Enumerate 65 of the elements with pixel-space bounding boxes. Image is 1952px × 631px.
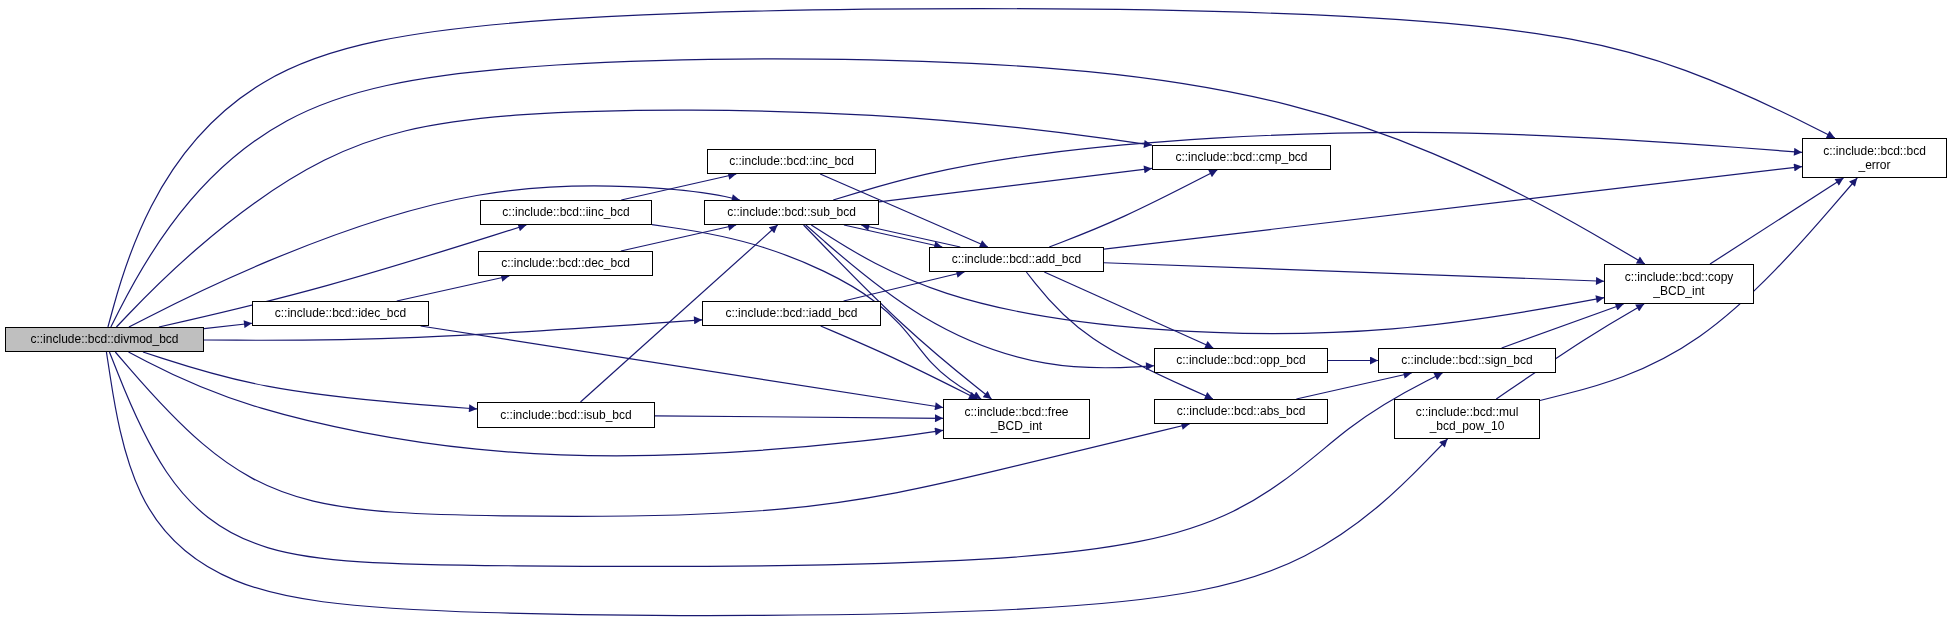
arrow bbox=[108, 351, 1443, 567]
function-name: c::include::bcd::isub_bcd bbox=[500, 407, 632, 423]
arrow bbox=[128, 185, 741, 328]
function-box bbox=[707, 149, 876, 174]
arrow bbox=[114, 351, 1191, 517]
function-name: c::include::bcd::opp_bcd bbox=[1176, 353, 1306, 368]
function-box bbox=[478, 251, 653, 276]
function-name: c::include::bcd::add_bcd bbox=[951, 252, 1082, 267]
arrow bbox=[1501, 302, 1625, 349]
arrow bbox=[579, 224, 779, 403]
function-name: c::include::bcd::inc_bcd bbox=[729, 154, 854, 169]
arrow bbox=[203, 320, 253, 330]
function-box bbox=[252, 301, 429, 326]
arrow bbox=[1103, 262, 1605, 285]
arrow bbox=[158, 223, 527, 328]
function-box bbox=[1154, 399, 1328, 424]
function-name: c::include::bcd::sign_bcd bbox=[1401, 353, 1533, 368]
function-name: c::include::bcd::idec_bcd bbox=[274, 306, 407, 321]
arrow bbox=[1539, 177, 1858, 402]
function-box bbox=[929, 247, 1104, 272]
function-box bbox=[1154, 348, 1328, 373]
function-box bbox=[704, 200, 879, 225]
function-name: c::include::bcd::iinc_bcd bbox=[502, 205, 630, 220]
arrow bbox=[110, 58, 1646, 328]
function-box bbox=[477, 402, 655, 428]
arrow bbox=[203, 316, 703, 341]
function-name: c::include::bcd::bcd _error bbox=[1822, 143, 1927, 173]
arrow bbox=[832, 131, 1803, 201]
arrow bbox=[802, 224, 993, 400]
function-name: c::include::bcd::free _BCD_int bbox=[963, 404, 1070, 434]
arrow bbox=[1043, 271, 1214, 349]
arrow bbox=[651, 224, 982, 400]
arrow bbox=[843, 270, 965, 302]
function-name: c::include::bcd::abs_bcd bbox=[1176, 404, 1306, 419]
arrow bbox=[1025, 271, 1214, 400]
arrow bbox=[1709, 177, 1845, 265]
function-name: c::include::bcd::divmod_bcd bbox=[30, 332, 179, 347]
arrow bbox=[127, 351, 944, 457]
function-name: c::include::bcd::dec_bcd bbox=[501, 256, 630, 271]
arrow bbox=[805, 224, 1155, 371]
arrow bbox=[878, 165, 1153, 203]
function-name: c::include::bcd::sub_bcd bbox=[727, 205, 856, 220]
function-box bbox=[1802, 138, 1947, 178]
function-box bbox=[480, 200, 652, 225]
arrow bbox=[107, 8, 1836, 328]
function-box bbox=[5, 327, 204, 352]
function-name: c::include::bcd::iadd_bcd bbox=[725, 306, 858, 321]
function-box bbox=[702, 301, 881, 326]
arrow bbox=[810, 224, 1605, 335]
function-box bbox=[1152, 145, 1331, 170]
function-name: c::include::bcd::copy _BCD_int bbox=[1623, 269, 1735, 299]
arrow bbox=[115, 109, 1153, 328]
function-name: c::include::bcd::cmp_bcd bbox=[1175, 150, 1308, 165]
arrow bbox=[1048, 169, 1218, 248]
function-box bbox=[1604, 264, 1754, 304]
arrow bbox=[819, 173, 989, 248]
arrow bbox=[105, 351, 1449, 617]
arrow bbox=[1327, 356, 1379, 365]
function-box bbox=[943, 399, 1090, 439]
function-name: c::include::bcd::mul _bcd_pow_10 bbox=[1414, 404, 1520, 434]
arrow bbox=[142, 351, 478, 413]
function-box bbox=[1394, 399, 1540, 439]
arrow bbox=[1103, 163, 1803, 250]
arrow bbox=[654, 414, 944, 423]
function-box bbox=[1378, 348, 1556, 373]
